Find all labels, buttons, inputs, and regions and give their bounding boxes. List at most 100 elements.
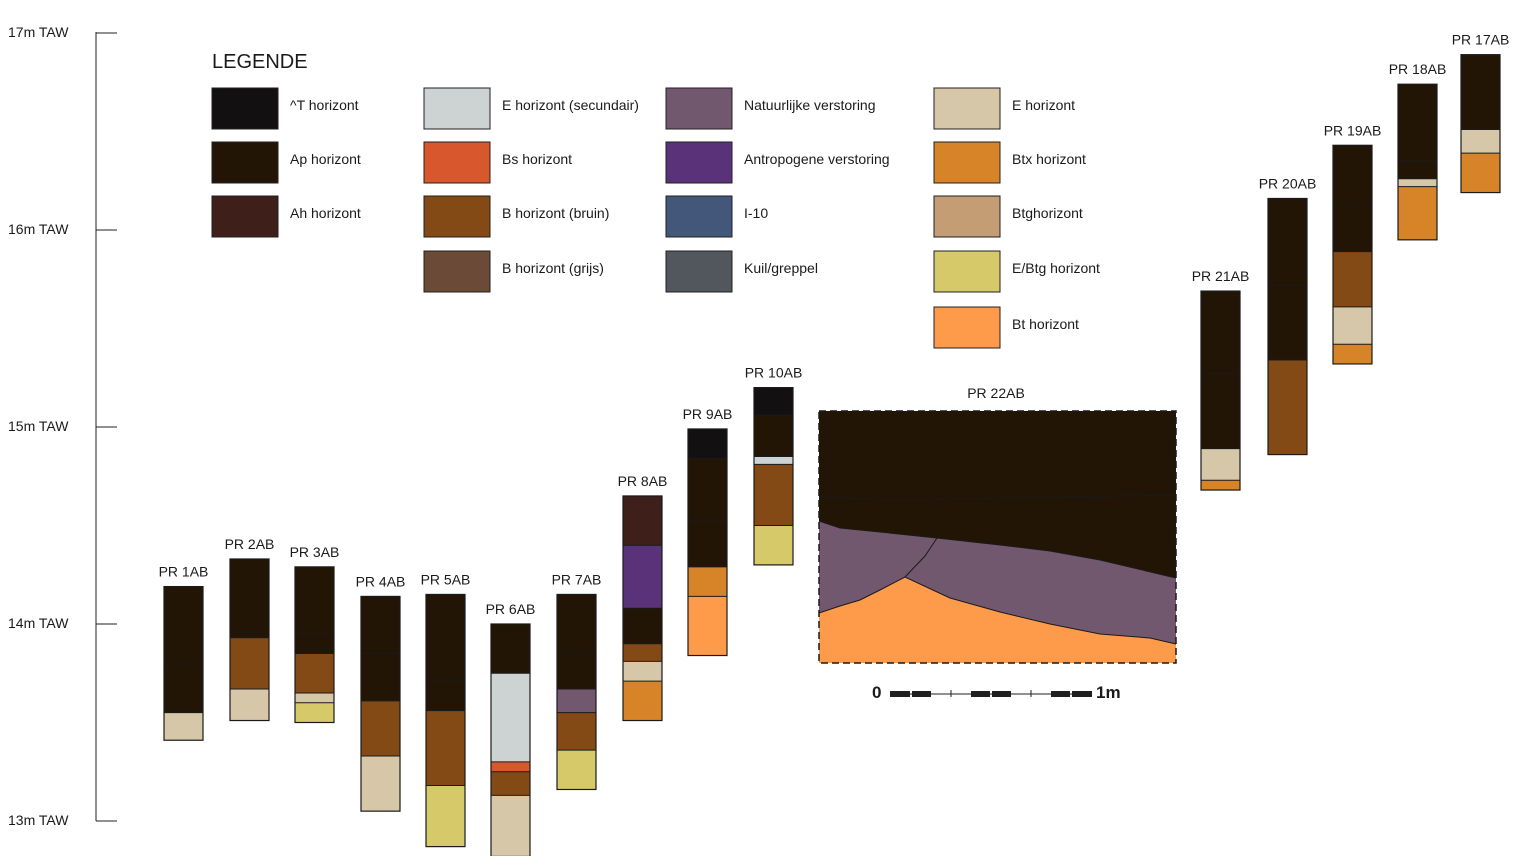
profile-label: PR 1AB	[159, 564, 209, 580]
profile-column: PR 7AB	[552, 571, 601, 791]
profile-outline	[425, 593, 466, 848]
legend-label: I-10	[744, 205, 768, 221]
legend-swatch	[423, 195, 491, 238]
profile-layer	[1268, 285, 1307, 361]
legend-swatch	[211, 141, 279, 184]
profile-layer	[623, 661, 662, 682]
section-boundary-3	[818, 576, 1177, 645]
profile-outline	[1397, 83, 1438, 241]
profile-column: PR 6AB	[486, 601, 536, 856]
profile-outline	[687, 428, 728, 657]
profile-layer	[426, 681, 465, 711]
legend-label: Natuurlijke verstoring	[744, 97, 876, 113]
legend-label: Btghorizont	[1012, 205, 1083, 221]
legend-swatch	[423, 250, 491, 293]
profile-label: PR 6AB	[486, 601, 536, 617]
profile-layer	[1398, 161, 1437, 179]
profile-layer	[1333, 344, 1372, 364]
profile-outline	[1460, 54, 1501, 194]
profile-layer	[557, 712, 596, 751]
legend-label: E horizont	[1012, 97, 1075, 113]
profile-layer	[1398, 84, 1437, 162]
section-outline	[818, 410, 1177, 664]
profile-layer	[295, 566, 334, 634]
scale-bar-segment	[890, 691, 910, 697]
legend-swatch	[933, 141, 1001, 184]
profile-outline	[360, 595, 401, 812]
profile-outline	[556, 593, 597, 791]
profile-layer	[491, 795, 530, 856]
profile-outline	[1332, 144, 1373, 365]
profile-layer	[1201, 448, 1240, 481]
profile-column: PR 9AB	[683, 406, 733, 657]
scale-bar-segment	[971, 691, 990, 697]
legend-swatch	[665, 195, 733, 238]
profile-outline	[490, 623, 531, 856]
scale-bar-start-label: 0	[872, 683, 881, 702]
section-title: PR 22AB	[967, 385, 1025, 401]
section-bt-horizon	[819, 577, 1176, 663]
legend-label: Ap horizont	[290, 151, 361, 167]
legend-swatch	[665, 141, 733, 184]
profile-label: PR 18AB	[1389, 61, 1447, 77]
legend-swatch	[665, 87, 733, 130]
profile-layer	[1398, 186, 1437, 240]
profile-layer	[230, 558, 269, 638]
legend-label: B horizont (grijs)	[502, 260, 604, 276]
axis-tick-label: 15m TAW	[8, 418, 69, 434]
profile-label: PR 8AB	[618, 473, 668, 489]
profile-column: PR 5AB	[421, 571, 471, 848]
profile-outline	[622, 495, 663, 722]
profile-outline	[229, 558, 270, 722]
profile-layer	[295, 702, 334, 723]
profile-layer	[754, 525, 793, 565]
profile-column: PR 8AB	[618, 473, 668, 722]
profile-column: PR 18AB	[1389, 61, 1447, 241]
legend-swatch	[933, 250, 1001, 293]
profile-label: PR 4AB	[356, 573, 406, 589]
section-boundaries	[818, 494, 1177, 645]
profile-column: PR 21AB	[1192, 268, 1249, 491]
profile-layer	[361, 596, 400, 654]
legend-title: LEGENDE	[212, 51, 308, 73]
profile-layer	[361, 700, 400, 756]
profile-layer	[1268, 198, 1307, 286]
legend-swatch	[933, 87, 1001, 130]
profile-column: PR 4AB	[356, 573, 406, 812]
profile-outline	[1200, 290, 1241, 491]
profile-layer	[754, 387, 793, 416]
legend-label: Btx horizont	[1012, 151, 1086, 167]
profile-layer	[1201, 373, 1240, 449]
profile-label: PR 20AB	[1259, 175, 1317, 191]
legend-label: Kuil/greppel	[744, 260, 818, 276]
profile-layer	[361, 755, 400, 812]
scale-bar-end-label: 1m	[1096, 683, 1121, 702]
profile-label: PR 9AB	[683, 406, 733, 422]
profile-label: PR 17AB	[1452, 32, 1510, 48]
section-boundary-4	[904, 537, 938, 578]
legend-label: E horizont (secundair)	[502, 97, 639, 113]
profile-layer	[557, 594, 596, 652]
profile-layer	[754, 464, 793, 526]
legend-label: Bt horizont	[1012, 316, 1079, 332]
profile-layer	[230, 637, 269, 690]
profile-label: PR 5AB	[421, 571, 471, 587]
profile-layer	[1333, 204, 1372, 252]
scale-bar-segment	[912, 691, 931, 697]
profile-layer	[295, 653, 334, 693]
profile-layer	[295, 692, 334, 703]
profile-layer	[688, 596, 727, 656]
legend-swatch	[665, 250, 733, 293]
section-boundary-2	[818, 520, 1177, 579]
legend-swatch	[211, 87, 279, 130]
profile-label: PR 19AB	[1324, 122, 1382, 138]
profile-layer	[557, 651, 596, 690]
legend-swatch	[933, 195, 1001, 238]
profile-outline	[294, 566, 335, 724]
section-boundary-1	[818, 494, 1177, 501]
profile-layer	[1333, 145, 1372, 205]
scale-bar-segment	[1051, 691, 1070, 697]
profile-layer	[1268, 360, 1307, 455]
